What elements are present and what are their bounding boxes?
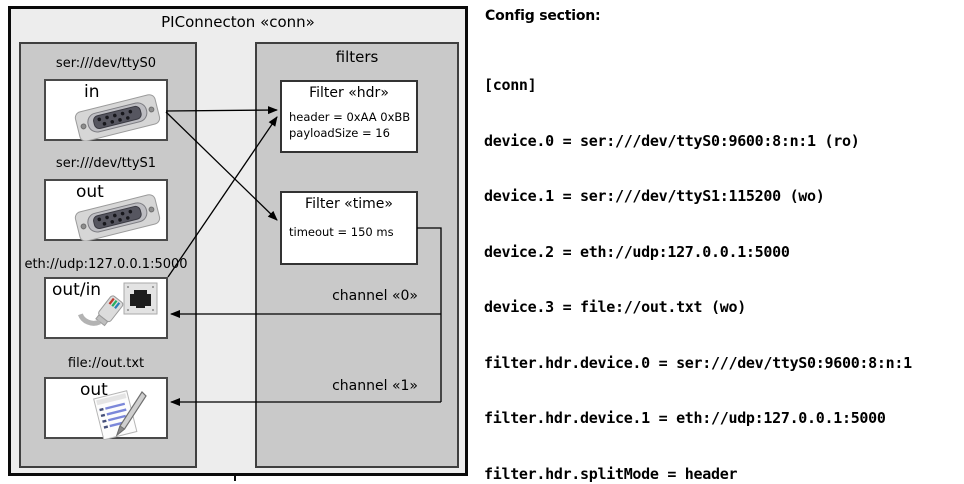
- config-line: filter.hdr.splitMode = header: [484, 464, 738, 483]
- filter-hdr-box: Filter «hdr» header = 0xAA 0xBB payloadS…: [280, 80, 418, 153]
- config-line: filter.hdr.device.1 = eth://udp:127.0.0.…: [484, 409, 886, 427]
- filter-hdr-property: header = 0xAA 0xBB: [289, 110, 411, 124]
- device-box-eth: out/in: [44, 277, 168, 339]
- frame-bottom-notch: [234, 473, 236, 481]
- ethernet-connector-icon: [78, 282, 158, 327]
- devices-group: ser:///dev/ttyS0 in ser:///dev/ttyS1: [19, 42, 197, 468]
- config-line: device.3 = file://out.txt (wo): [484, 298, 746, 316]
- filter-time-box: Filter «time» timeout = 150 ms: [280, 191, 418, 265]
- filters-group-title: filters: [335, 48, 379, 66]
- filter-hdr-property: payloadSize = 16: [289, 126, 390, 140]
- config-line: [conn]: [484, 76, 537, 94]
- device-direction: out: [80, 380, 108, 400]
- device-label: ser:///dev/ttyS1: [55, 156, 157, 171]
- device-label: ser:///dev/ttyS0: [55, 56, 157, 71]
- serial-connector-icon: [74, 94, 161, 141]
- device-direction: in: [84, 82, 100, 102]
- notepad-icon: [93, 390, 147, 440]
- filter-time-property: timeout = 150 ms: [289, 225, 394, 239]
- config-line: device.2 = eth://udp:127.0.0.1:5000: [484, 242, 790, 261]
- config-line: filter.hdr.device.0 = ser:///dev/ttyS0:9…: [484, 353, 912, 372]
- filter-time-title: Filter «time»: [305, 196, 393, 212]
- config-listing: [conn] device.0 = ser:///dev/ttyS0:9600:…: [484, 39, 921, 484]
- device-label: eth://udp:127.0.0.1:5000: [24, 257, 188, 272]
- config-heading: Config section:: [485, 8, 601, 24]
- config-line: device.0 = ser:///dev/ttyS0:9600:8:n:1 (…: [484, 131, 860, 150]
- filters-group: filters Filter «hdr» header = 0xAA 0xBB …: [255, 42, 459, 468]
- filter-hdr-title: Filter «hdr»: [309, 85, 389, 101]
- diagram-title: PIConnecton «conn»: [161, 13, 315, 31]
- device-box-ttys0: in: [44, 79, 168, 141]
- channel-0-label: channel «0»: [332, 288, 418, 304]
- device-direction: out/in: [52, 280, 102, 300]
- device-direction: out: [76, 182, 104, 202]
- device-box-file: out: [44, 377, 168, 440]
- config-line: device.1 = ser:///dev/ttyS1:115200 (wo): [484, 187, 825, 205]
- serial-connector-icon: [74, 194, 161, 241]
- device-label: file://out.txt: [67, 356, 145, 371]
- device-box-ttys1: out: [44, 179, 168, 241]
- channel-1-label: channel «1»: [332, 378, 418, 394]
